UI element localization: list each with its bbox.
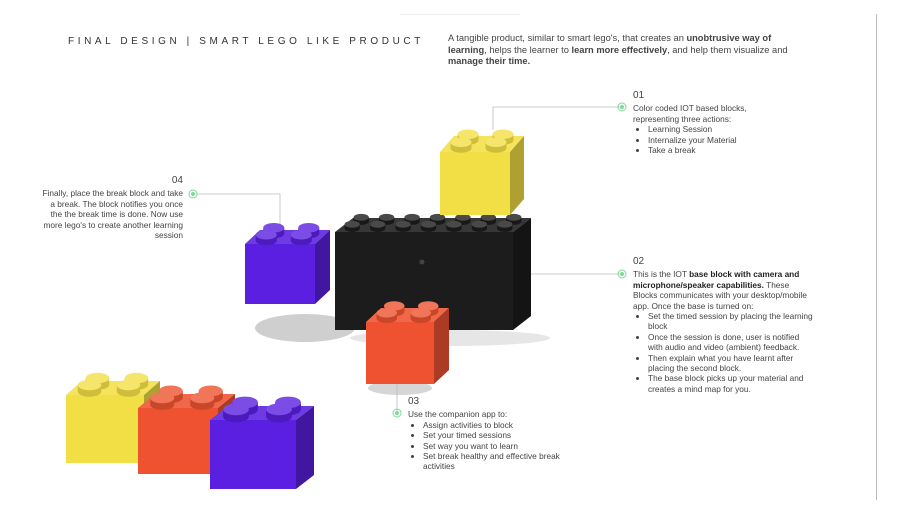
divider	[876, 14, 877, 500]
stud	[497, 220, 513, 228]
connector-dot	[392, 408, 402, 418]
stud	[150, 392, 175, 404]
red-block-small	[138, 385, 235, 474]
stud	[223, 403, 249, 416]
stud	[344, 220, 360, 228]
stud	[116, 379, 141, 391]
divider	[400, 14, 520, 15]
note-04: 04 Finally, place the break block and ta…	[42, 175, 183, 241]
stud	[492, 129, 514, 139]
stud	[353, 213, 369, 221]
red-block	[366, 301, 449, 384]
stud	[290, 230, 312, 240]
stud	[480, 213, 496, 221]
intro-text: A tangible product, similar to smart leg…	[448, 33, 788, 67]
stud	[263, 223, 285, 233]
connector-dot	[395, 411, 399, 415]
camera-icon	[419, 259, 425, 265]
stud	[420, 220, 437, 228]
stud	[376, 308, 397, 318]
connector-01	[492, 106, 620, 130]
yellow-block	[440, 129, 524, 215]
connector-dot	[188, 189, 198, 199]
stud	[506, 213, 522, 221]
stud	[384, 301, 405, 311]
stud	[404, 213, 420, 221]
stud	[266, 403, 292, 416]
connector-04	[197, 193, 281, 228]
stud	[410, 308, 431, 318]
stud	[457, 129, 479, 139]
stud	[190, 392, 215, 404]
stud	[485, 137, 507, 147]
stud	[450, 137, 472, 147]
note-03: 03 Use the companion app to: Assign acti…	[408, 396, 583, 472]
stud	[429, 213, 446, 221]
purple-block-small	[210, 396, 314, 489]
note-01: 01 Color coded IOT based blocks, represe…	[633, 90, 793, 155]
note-02: 02 This is the IOT base block with camer…	[633, 256, 813, 394]
stud	[379, 213, 395, 221]
stud	[370, 220, 386, 228]
stud	[255, 230, 277, 240]
shadow	[255, 314, 355, 342]
connector-dot	[620, 105, 624, 109]
page-title: FINAL DESIGN | SMART LEGO LIKE PRODUCT	[68, 36, 424, 47]
stud	[395, 220, 411, 228]
connector-dot	[617, 102, 627, 112]
stud	[455, 213, 471, 221]
connector-dot	[191, 192, 195, 196]
stud	[446, 220, 462, 228]
connector-dot	[620, 272, 624, 276]
stud	[418, 301, 439, 311]
base-block	[335, 213, 531, 330]
connector-dot	[617, 269, 627, 279]
stud	[298, 223, 320, 233]
stud	[77, 379, 102, 391]
purple-block	[245, 223, 330, 304]
stud	[471, 220, 487, 228]
shadow	[368, 381, 432, 395]
